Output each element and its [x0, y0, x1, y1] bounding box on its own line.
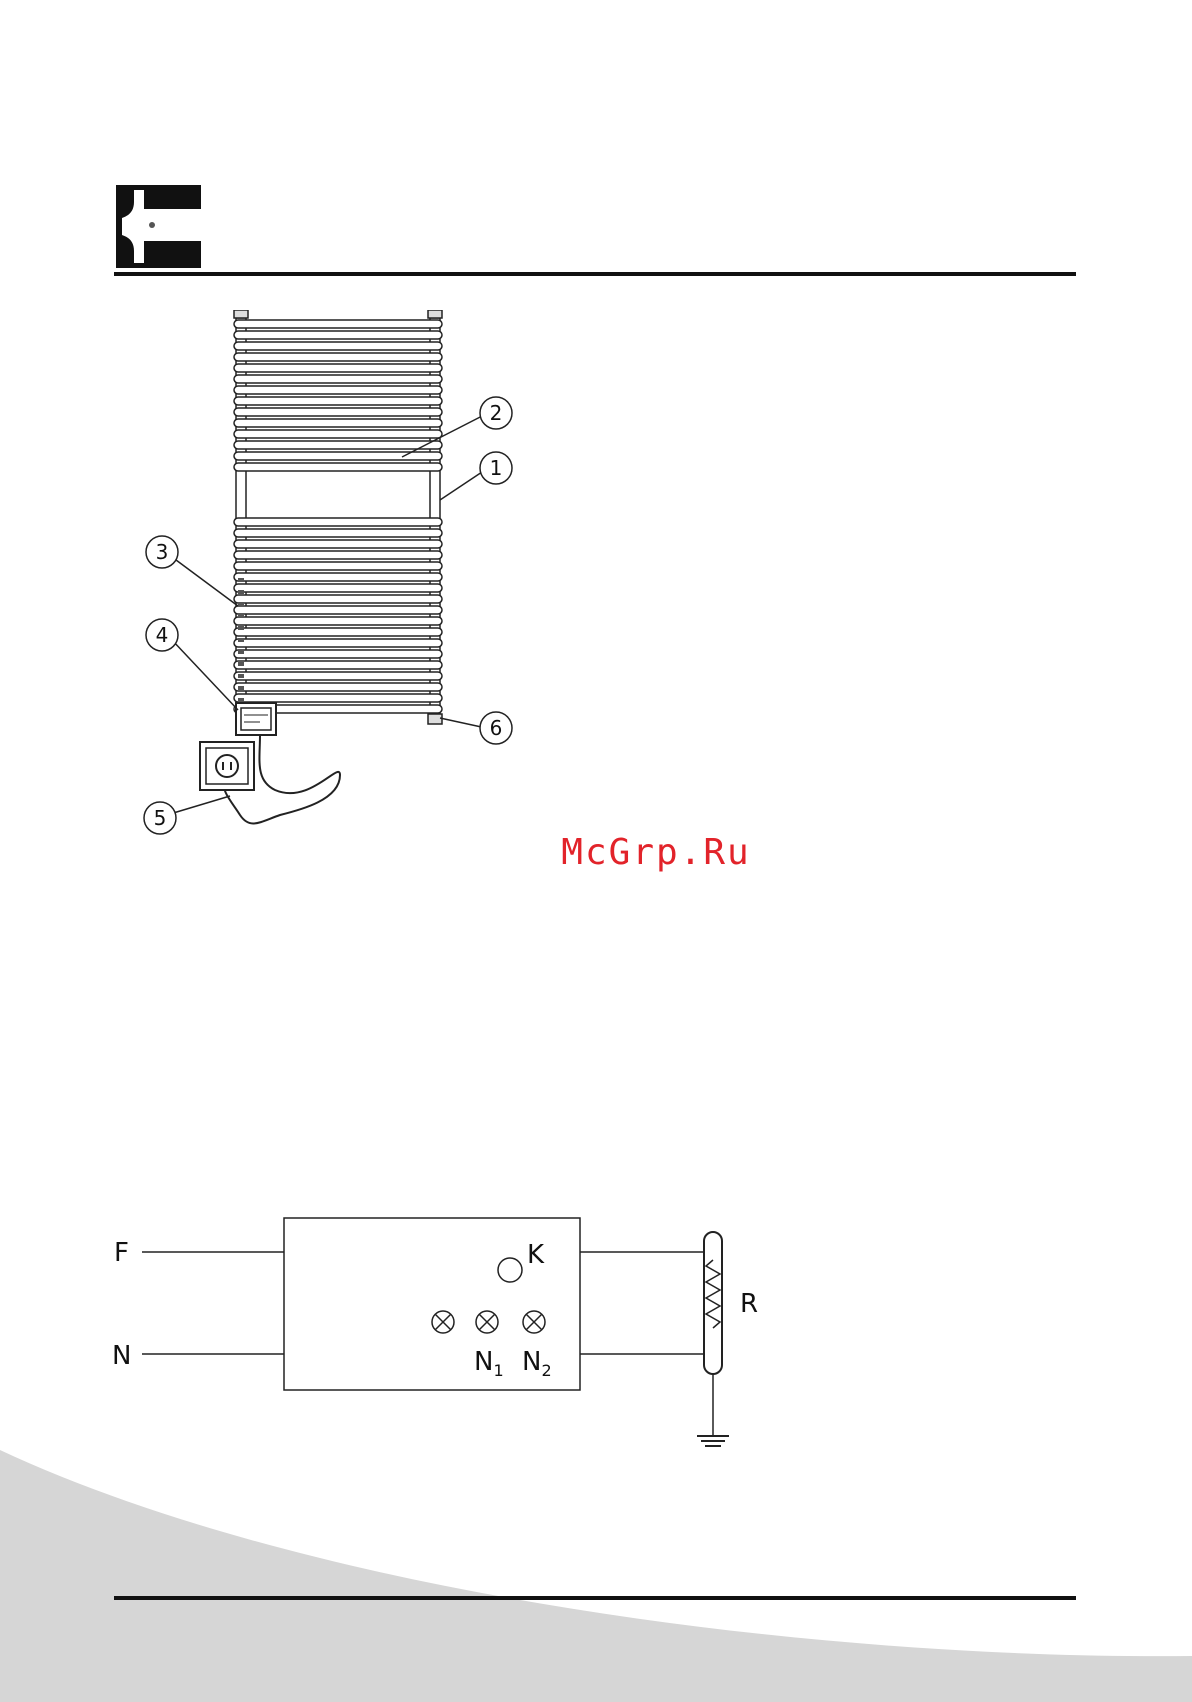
resistor-label: R: [740, 1289, 758, 1319]
switch-label: K: [527, 1240, 545, 1270]
callout-3: 3: [156, 540, 169, 564]
watermark: McGrp.Ru: [0, 832, 1192, 873]
callout-5: 5: [154, 806, 167, 830]
phase-label: F: [114, 1238, 129, 1268]
callout-2: 2: [490, 401, 503, 425]
lamp-2-subscript: 2: [541, 1361, 551, 1380]
callout-4: 4: [156, 623, 169, 647]
header-rule: [114, 272, 1076, 276]
towel-radiator-diagram: 1 2 3 4 5 6: [110, 310, 530, 840]
wiring-diagram: F N K R N1 N2: [100, 1200, 800, 1470]
neutral-label: N: [112, 1341, 131, 1371]
bracket-icon: [116, 185, 201, 268]
callout-1: 1: [490, 456, 503, 480]
callout-6: 6: [490, 716, 503, 740]
footer-rule: [114, 1596, 1076, 1600]
lamp-1-subscript: 1: [493, 1361, 503, 1380]
